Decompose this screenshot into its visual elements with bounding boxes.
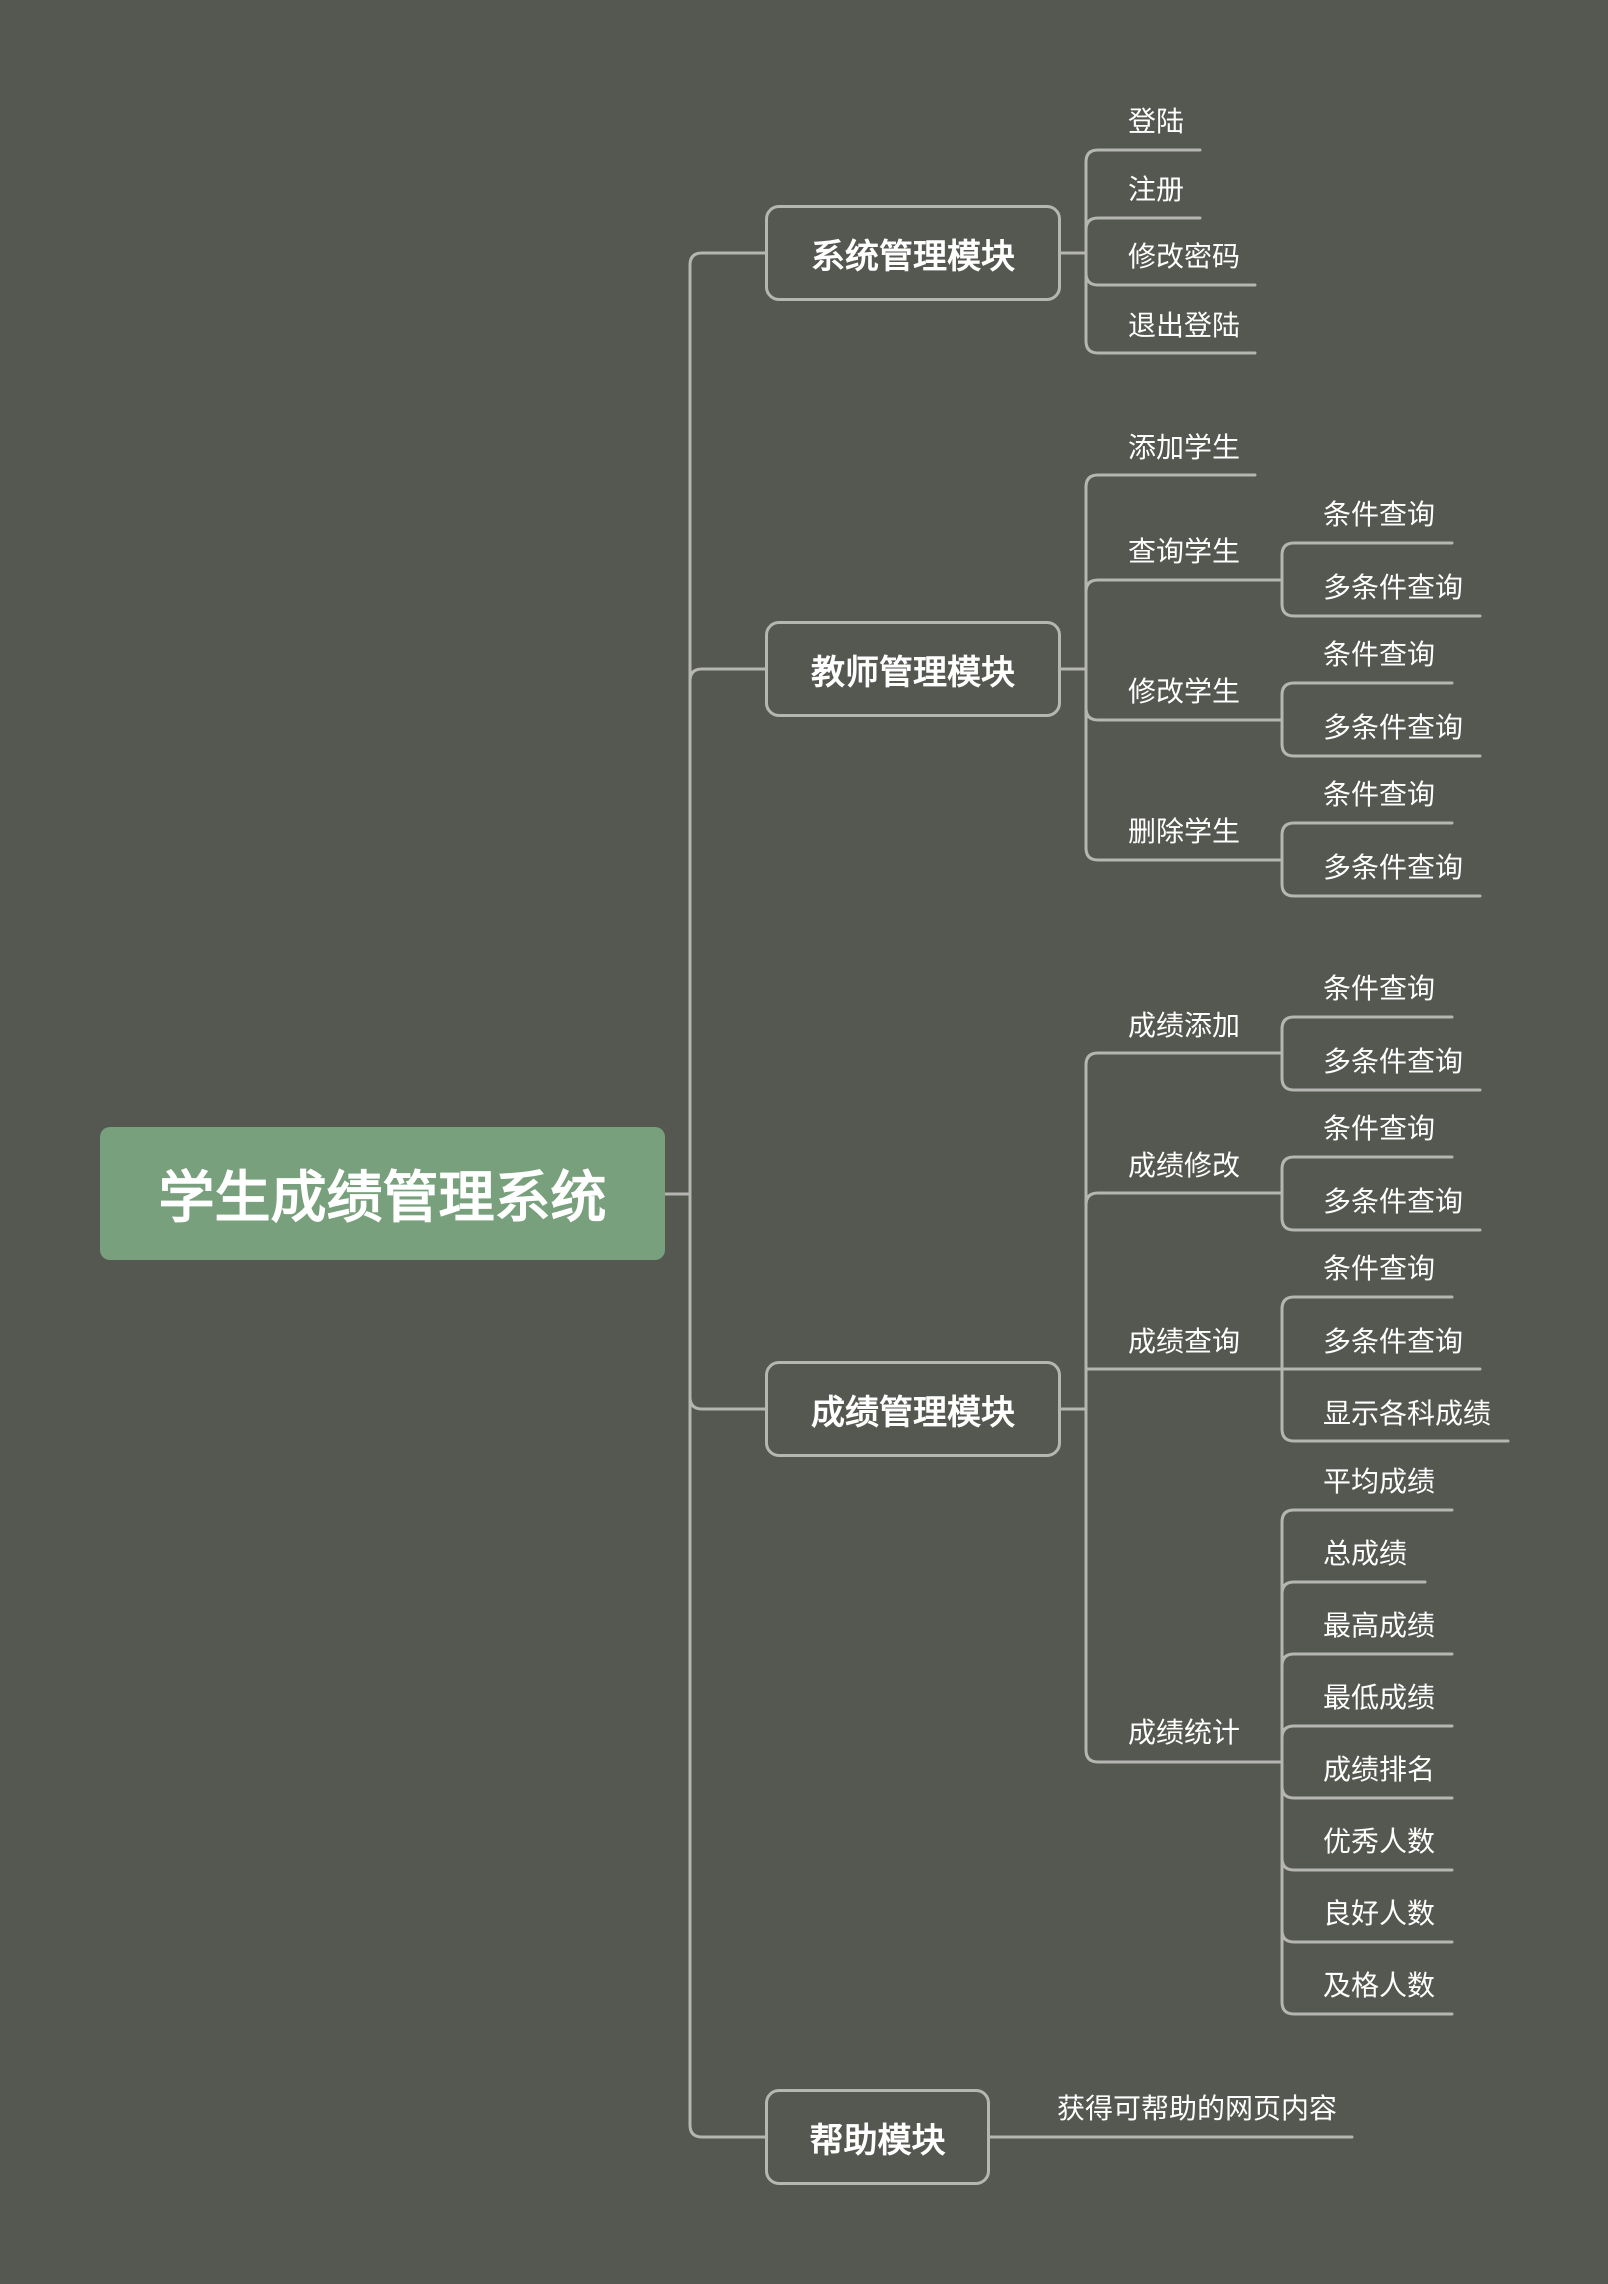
branch-help <box>688 1998 767 2139</box>
module-grades[interactable]: 成绩管理模块 <box>765 1361 1061 1457</box>
node-register[interactable]: 注册 <box>1128 173 1185 206</box>
branch-teacher <box>688 667 767 802</box>
node-add-student[interactable]: 添加学生 <box>1128 431 1241 464</box>
edge-gq-all <box>1280 1367 1510 1443</box>
node-grade-query-condition[interactable]: 条件查询 <box>1323 1252 1436 1285</box>
edge-logout <box>1084 251 1257 355</box>
module-system[interactable]: 系统管理模块 <box>765 205 1061 301</box>
node-stats-excellent[interactable]: 优秀人数 <box>1323 1825 1436 1858</box>
node-modify-student-condition[interactable]: 条件查询 <box>1323 638 1436 671</box>
node-query-student-condition[interactable]: 条件查询 <box>1323 498 1436 531</box>
edge-grade-multi-1 <box>1280 1191 1482 1232</box>
edge-stats-2 <box>1280 1652 1454 1764</box>
edge-multi-2 <box>1280 858 1482 898</box>
node-login[interactable]: 登陆 <box>1128 105 1185 138</box>
node-stats-highest[interactable]: 最高成绩 <box>1323 1609 1436 1642</box>
node-query-student-multi[interactable]: 多条件查询 <box>1323 571 1464 604</box>
node-delete-student-condition[interactable]: 条件查询 <box>1323 778 1436 811</box>
node-stats-ranking[interactable]: 成绩排名 <box>1323 1753 1436 1786</box>
edge-condition-2 <box>1280 821 1454 862</box>
node-change-password[interactable]: 修改密码 <box>1128 240 1241 273</box>
node-stats-lowest[interactable]: 最低成绩 <box>1323 1681 1436 1714</box>
edge-delete-student <box>1084 667 1284 862</box>
node-grade-modify-multi[interactable]: 多条件查询 <box>1323 1185 1464 1218</box>
node-stats-total[interactable]: 总成绩 <box>1323 1537 1408 1570</box>
node-stats-average[interactable]: 平均成绩 <box>1323 1465 1436 1498</box>
node-logout[interactable]: 退出登陆 <box>1128 309 1241 342</box>
node-grade-modify-condition[interactable]: 条件查询 <box>1323 1112 1436 1145</box>
edge-stats-0 <box>1280 1508 1454 1764</box>
root-node[interactable]: 学生成绩管理系统 <box>100 1127 665 1260</box>
edge-grade-condition-0 <box>1280 1015 1454 1055</box>
edge-grade-modify <box>1084 1191 1284 1302</box>
edge-gq-condition <box>1280 1295 1454 1371</box>
edge-grade-multi-0 <box>1280 1051 1482 1092</box>
node-grade-add[interactable]: 成绩添加 <box>1128 1009 1241 1042</box>
node-grade-modify[interactable]: 成绩修改 <box>1128 1149 1241 1182</box>
node-grade-query-multi[interactable]: 多条件查询 <box>1323 1325 1464 1358</box>
node-grade-query[interactable]: 成绩查询 <box>1128 1325 1241 1358</box>
node-grade-add-multi[interactable]: 多条件查询 <box>1323 1045 1464 1078</box>
node-grade-stats[interactable]: 成绩统计 <box>1128 1716 1241 1749</box>
edge-query-student <box>1084 578 1284 671</box>
edge-stats-1 <box>1280 1580 1427 1764</box>
edge-add-student <box>1084 473 1257 671</box>
edge-grade-add <box>1084 1051 1284 1411</box>
edge-multi-1 <box>1280 718 1482 758</box>
node-grade-add-condition[interactable]: 条件查询 <box>1323 972 1436 1005</box>
branch-system <box>688 251 767 402</box>
edge-login <box>1084 148 1202 255</box>
edge-stats-3 <box>1280 1724 1454 1764</box>
module-teacher[interactable]: 教师管理模块 <box>765 621 1061 717</box>
edge-register <box>1084 216 1202 255</box>
node-help-web-content[interactable]: 获得可帮助的网页内容 <box>1057 2092 1338 2125</box>
module-help[interactable]: 帮助模块 <box>765 2089 990 2185</box>
node-stats-pass[interactable]: 及格人数 <box>1323 1969 1436 2002</box>
node-query-student[interactable]: 查询学生 <box>1128 535 1241 568</box>
node-modify-student-multi[interactable]: 多条件查询 <box>1323 711 1464 744</box>
edge-condition-0 <box>1280 541 1454 582</box>
edge-multi-0 <box>1280 578 1482 618</box>
node-delete-student[interactable]: 删除学生 <box>1128 815 1241 848</box>
edge-stats-7 <box>1280 1760 1454 2016</box>
node-modify-student[interactable]: 修改学生 <box>1128 675 1241 708</box>
node-stats-good[interactable]: 良好人数 <box>1323 1897 1436 1930</box>
edge-grade-condition-1 <box>1280 1155 1454 1195</box>
edge-condition-1 <box>1280 681 1454 722</box>
branch-grades <box>688 1298 767 1411</box>
edge-grade-stats <box>1084 1407 1284 1764</box>
node-grade-query-all-subjects[interactable]: 显示各科成绩 <box>1323 1397 1492 1430</box>
node-delete-student-multi[interactable]: 多条件查询 <box>1323 851 1464 884</box>
